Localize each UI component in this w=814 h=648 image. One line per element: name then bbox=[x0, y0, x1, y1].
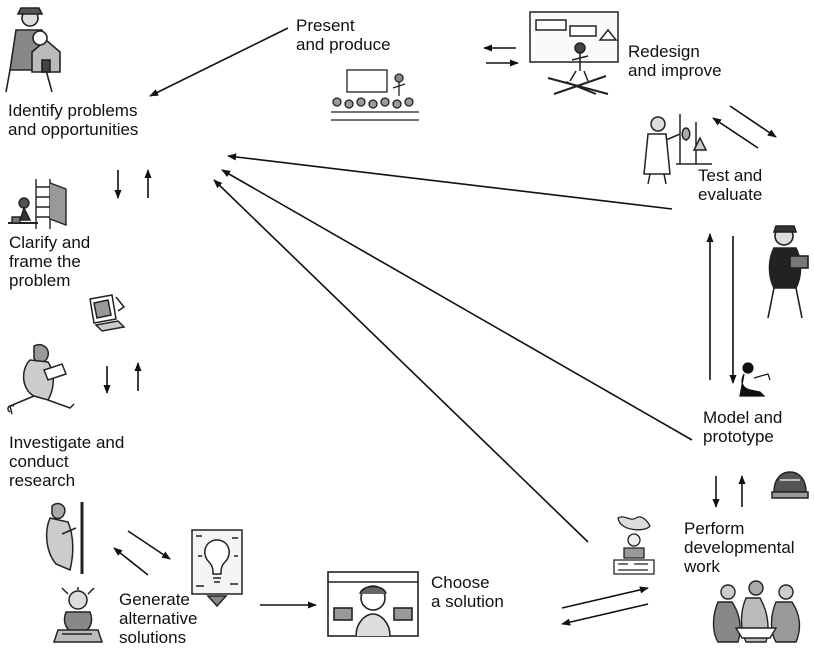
scientist-lab-icon bbox=[643, 114, 712, 185]
reading-person-icon bbox=[7, 344, 75, 415]
label-model: Model and prototype bbox=[703, 408, 783, 446]
arrow-investigate-to-generate bbox=[127, 530, 171, 560]
helmet-icon bbox=[771, 471, 809, 499]
computer-monitor-icon bbox=[89, 294, 126, 332]
arrow-redesign-to-test bbox=[729, 105, 777, 138]
arrow-model-to-identify bbox=[221, 169, 693, 441]
camera-person-icon bbox=[767, 225, 809, 319]
thinking-person-icon bbox=[45, 502, 84, 574]
label-develop: Perform developmental work bbox=[684, 519, 795, 576]
person-at-screen-icon bbox=[327, 571, 419, 637]
label-generate: Generate alternative solutions bbox=[119, 590, 198, 647]
label-present: Present and produce bbox=[296, 16, 391, 54]
label-test: Test and evaluate bbox=[698, 166, 763, 204]
label-choose: Choose a solution bbox=[431, 573, 504, 611]
label-redesign: Redesign and improve bbox=[628, 42, 722, 80]
arrow-choose-to-identify bbox=[213, 179, 589, 543]
drafting-board-icon bbox=[529, 11, 619, 95]
arrow-develop-to-choose bbox=[561, 603, 649, 626]
tinkering-person-icon bbox=[739, 362, 771, 397]
arrow-generate-to-investigate bbox=[113, 547, 149, 576]
label-investigate: Investigate and conduct research bbox=[9, 433, 125, 490]
arrow-test-to-redesign bbox=[712, 117, 759, 149]
frustrated-person-icon bbox=[52, 587, 104, 643]
workshop-person-icon bbox=[613, 516, 655, 575]
detective-house-icon bbox=[5, 7, 61, 93]
arrow-choose-to-develop bbox=[561, 586, 649, 609]
worker-scaffold-icon bbox=[8, 179, 67, 229]
arrow-test-to-identify bbox=[227, 153, 673, 210]
arrow-present-to-identify bbox=[149, 27, 289, 97]
label-clarify: Clarify and frame the problem bbox=[9, 233, 91, 290]
team-at-laptop-icon bbox=[712, 580, 801, 643]
label-identify: Identify problems and opportunities bbox=[8, 101, 139, 139]
presentation-audience-icon bbox=[331, 69, 419, 121]
lightbulb-plan-icon bbox=[191, 529, 243, 608]
